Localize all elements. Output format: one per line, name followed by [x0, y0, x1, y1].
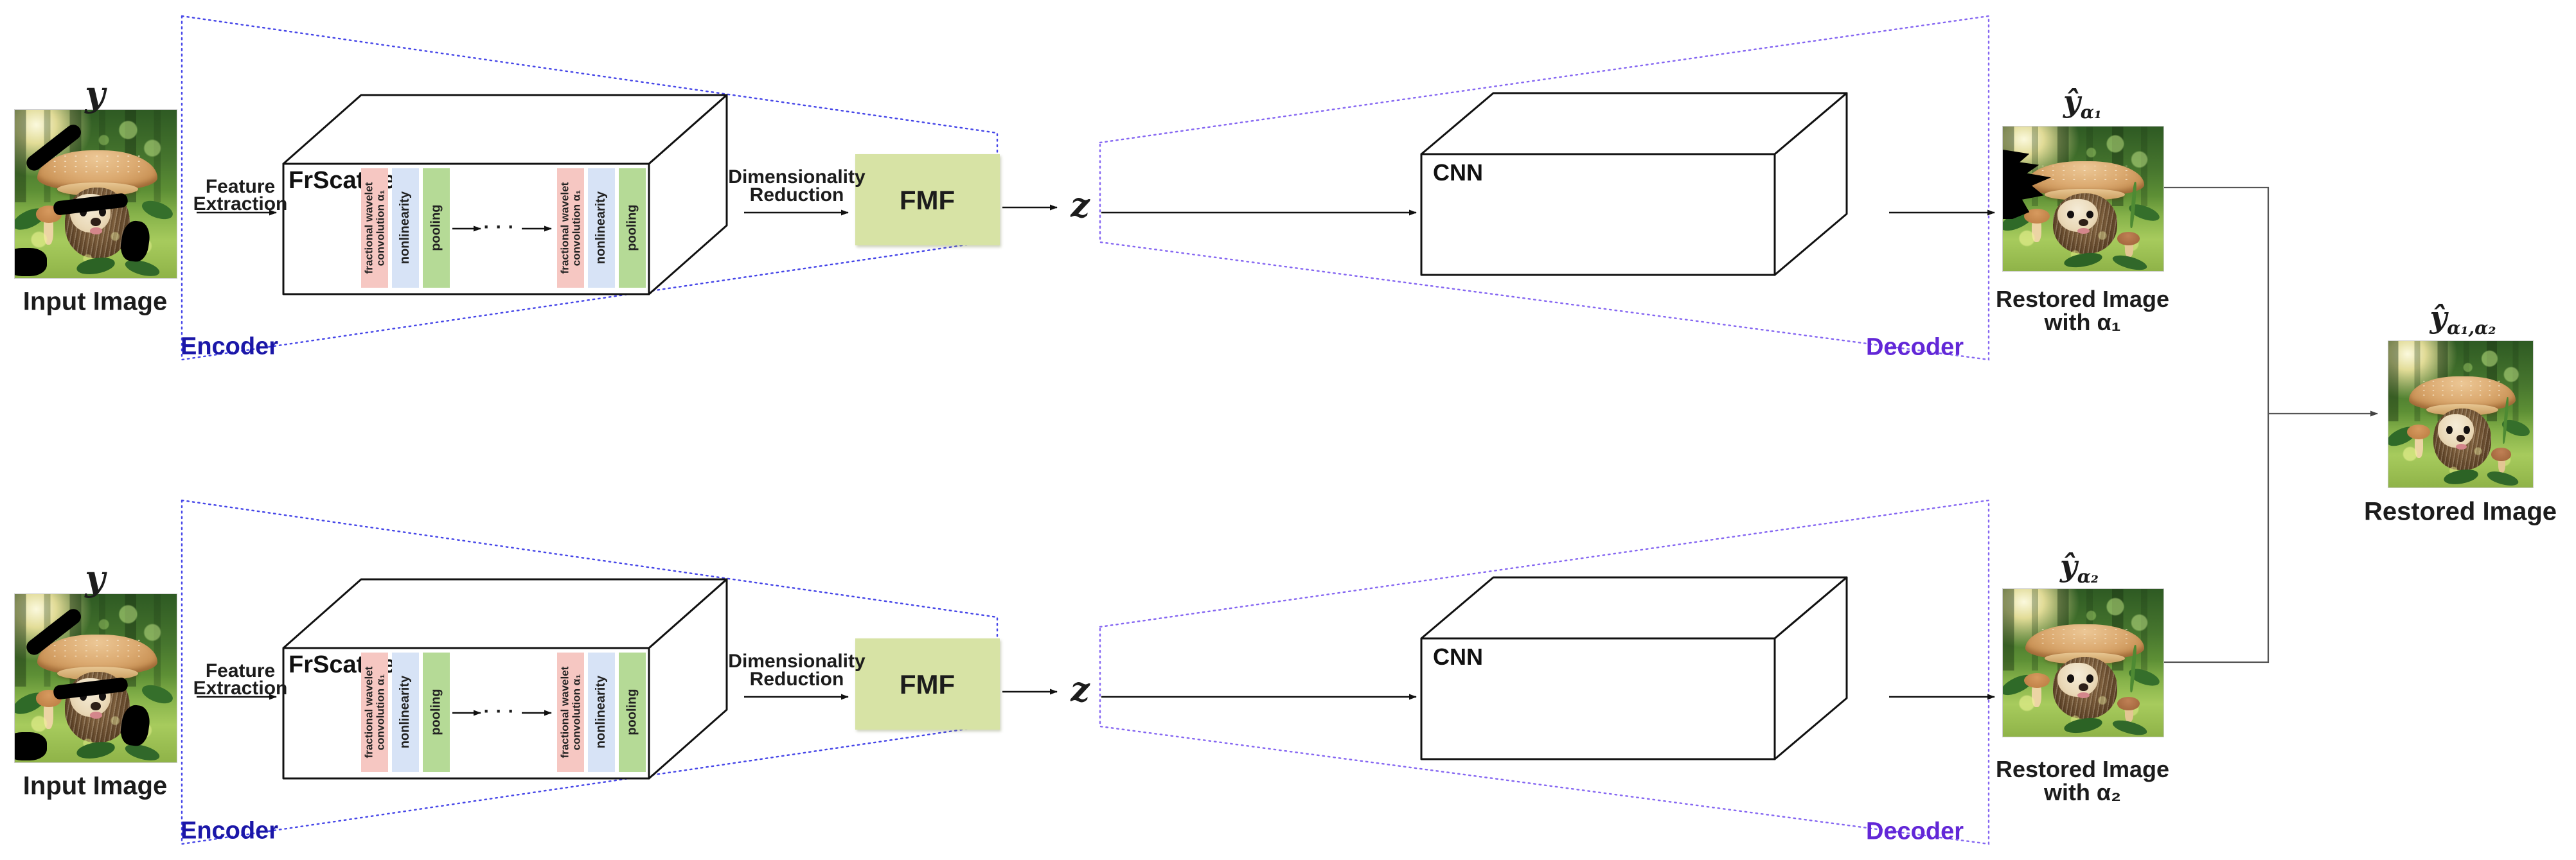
restored-label-line1-bottom: Restored Image	[1995, 756, 2170, 782]
cnn-label-top: CNN	[1433, 159, 1483, 186]
small-mushroom-cap	[2117, 696, 2140, 710]
hedgehog-eye	[2086, 674, 2094, 683]
restored-label-line1-top: Restored Image	[1995, 286, 2170, 312]
repeat-dots-bottom: ···	[483, 701, 520, 722]
nonlinearity-bar: nonlinearity	[392, 168, 419, 288]
latent-z-label-bottom: z	[1070, 670, 1090, 710]
frscatnet-box-bottom	[282, 578, 728, 780]
encoder-label-top: Encoder	[180, 333, 279, 360]
hedgehog-eye	[2464, 426, 2471, 434]
conv-line2: convolution α₁	[374, 189, 387, 267]
hedgehog-eye	[99, 207, 107, 217]
decoder-trapezoid-top	[1099, 15, 1990, 361]
input-math-label-top: y	[85, 73, 105, 114]
restored-math-label-bottom: ŷα₂	[2060, 548, 2099, 587]
feature-extraction-line1-bottom: Feature	[205, 660, 276, 681]
yhat-sub: α₁,α₂	[2447, 317, 2496, 339]
decoder-label-top: Decoder	[1865, 333, 1964, 361]
conv-line1: fractional wavelet	[362, 182, 375, 274]
conv-line2: convolution α₁	[374, 674, 387, 751]
restored-image-photo-top	[2002, 126, 2164, 272]
final-math-label: ŷα₁,α₂	[2430, 300, 2496, 338]
nonlinearity-bar: nonlinearity	[588, 168, 615, 288]
decoder-label-bottom: Decoder	[1865, 818, 1964, 845]
frscatnet-box-top	[282, 94, 728, 295]
latent-z-label-top: z	[1070, 186, 1090, 225]
yhat-sub: α₁	[2080, 101, 2102, 123]
input-image-label-top: Input Image	[22, 287, 168, 316]
hedgehog-eye	[99, 691, 107, 701]
cnn-label-bottom: CNN	[1433, 644, 1483, 670]
cnn-box-top	[1420, 92, 1848, 276]
pooling-bar: pooling	[423, 653, 450, 772]
conv-line2: convolution α₁	[570, 674, 583, 751]
nonlinearity-bar: nonlinearity	[392, 653, 419, 772]
conv-line2: convolution α₁	[570, 189, 583, 267]
yhat-base: ŷ	[2059, 548, 2077, 583]
restored-image-photo-bottom	[2002, 588, 2164, 737]
conv-line1: fractional wavelet	[362, 666, 375, 759]
hedgehog-eye	[2067, 210, 2075, 218]
restored-math-label-top: ŷα₁	[2063, 84, 2102, 123]
dimensionality-line2-bottom: Reduction	[749, 669, 844, 690]
small-mushroom-cap	[2491, 448, 2512, 461]
pooling-bar: pooling	[619, 653, 646, 772]
restored-label-line2-bottom: with α₂	[2043, 779, 2122, 805]
input-image-label-bottom: Input Image	[22, 771, 168, 800]
final-restored-image-photo	[2388, 340, 2534, 488]
merge-connector	[2164, 186, 2270, 663]
nonlinearity-bar: nonlinearity	[588, 653, 615, 772]
dimensionality-line2-top: Reduction	[749, 184, 844, 206]
fmf-label-bottom: FMF	[899, 669, 955, 699]
mushroom-cap	[2025, 624, 2144, 660]
feature-extraction-line1-top: Feature	[205, 176, 276, 197]
encoder-trapezoid-bottom	[181, 499, 999, 845]
decoder-trapezoid-bottom	[1099, 499, 1990, 845]
dimensionality-line1-bottom: Dimensionality	[728, 651, 866, 672]
occlusion-blob	[15, 247, 48, 277]
small-mushroom-cap	[2117, 232, 2140, 245]
small-mushroom-stem	[2498, 455, 2506, 473]
restored-label-line2-top: with α₁	[2044, 309, 2121, 335]
hedgehog-eye	[2067, 674, 2075, 683]
occlusion-blob	[15, 732, 48, 761]
yhat-base: ŷ	[2429, 299, 2447, 335]
yhat-sub: α₂	[2077, 566, 2099, 588]
input-image-photo-bottom	[14, 593, 177, 763]
conv-line1: fractional wavelet	[558, 182, 571, 274]
hedgehog-eye	[2446, 426, 2453, 434]
pooling-bar: pooling	[619, 168, 646, 288]
input-math-label-bottom: y	[85, 557, 105, 599]
feature-extraction-line2-bottom: Extraction	[193, 678, 288, 699]
mushroom-cap	[37, 634, 157, 675]
fmf-box-top	[855, 154, 1000, 245]
input-image-photo-top	[14, 109, 177, 279]
cnn-box-bottom	[1420, 576, 1848, 760]
dimensionality-line1-top: Dimensionality	[728, 166, 866, 188]
yhat-base: ŷ	[2063, 83, 2081, 119]
hedgehog-eye	[2086, 210, 2094, 218]
conv-line1: fractional wavelet	[558, 666, 571, 759]
final-restored-label: Restored Image	[2363, 497, 2557, 526]
repeat-dots-top: ···	[483, 216, 520, 238]
pooling-bar: pooling	[423, 168, 450, 288]
encoder-trapezoid-top	[181, 15, 999, 361]
feature-extraction-line2-top: Extraction	[193, 193, 288, 215]
encoder-label-bottom: Encoder	[180, 817, 279, 845]
fmf-box-bottom	[855, 638, 1000, 730]
fmf-label-top: FMF	[899, 185, 955, 215]
